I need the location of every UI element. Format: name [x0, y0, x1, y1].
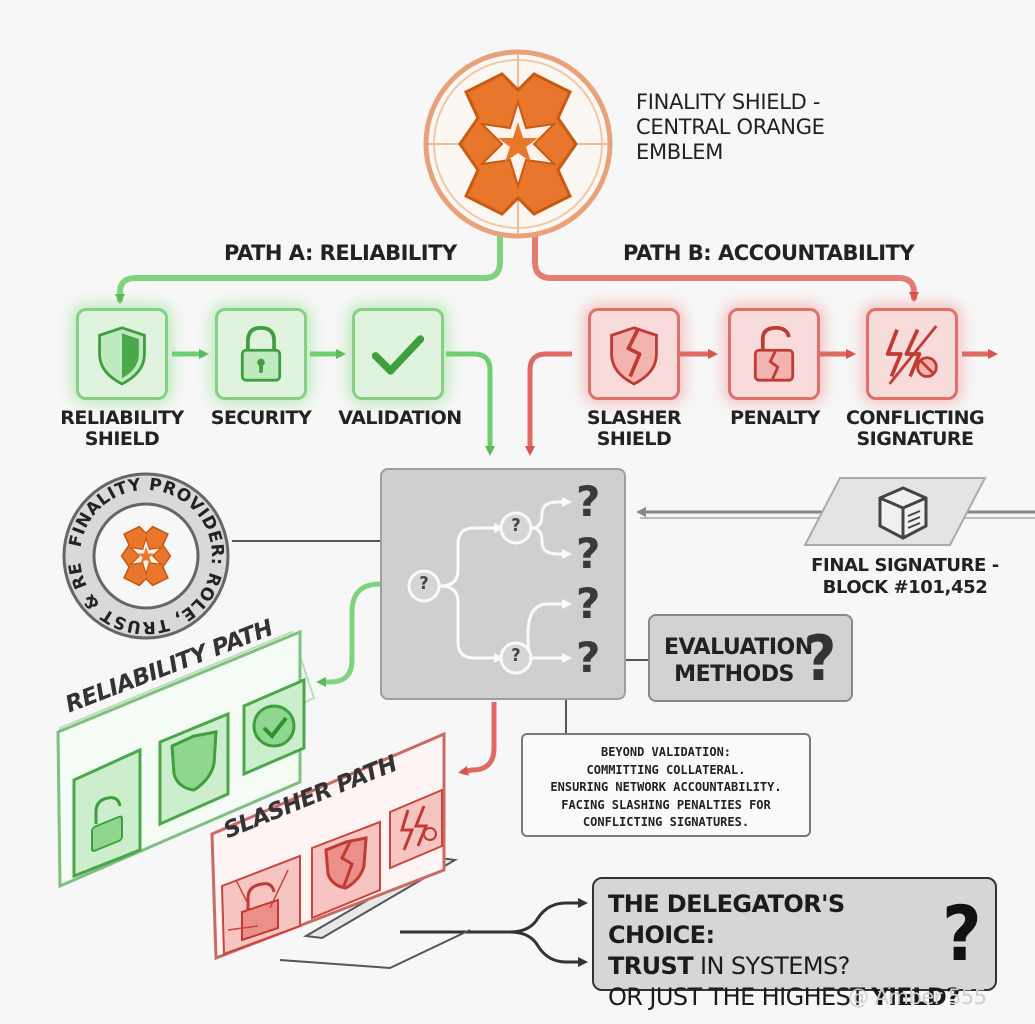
reliability-shield-box	[76, 308, 168, 400]
choice-line-2: TRUST IN SYSTEMS?	[608, 951, 948, 982]
outcome-mark-2: ?	[576, 529, 601, 578]
slasher-shield-box	[588, 308, 680, 400]
card-broken-shield-icon	[311, 820, 381, 920]
path-b-title: PATH B: ACCOUNTABILITY	[623, 241, 915, 265]
path-a-title: PATH A: RELIABILITY	[224, 241, 457, 265]
delegator-choice-box: THE DELEGATOR'S CHOICE: TRUST IN SYSTEMS…	[592, 877, 997, 1011]
path-a-row-arrows	[172, 349, 495, 456]
outcome-mark-1: ?	[576, 477, 601, 526]
decision-tree-box: ? ? ? ? ? ? ?	[380, 468, 626, 700]
decision-tree-lines	[407, 497, 572, 675]
validation-box	[352, 308, 444, 400]
choice-question-mark: ?	[942, 889, 982, 978]
choice-trust: TRUST	[608, 952, 694, 980]
reliability-path-card: RELIABILITY PATH	[52, 615, 342, 889]
checkmark-icon	[371, 335, 425, 375]
slasher-card-arrow	[458, 702, 497, 776]
broken-shield-icon	[610, 326, 658, 386]
decision-node-lower: ?	[511, 645, 521, 666]
penalty-box	[728, 308, 820, 400]
watermark: @ Amber 555	[848, 985, 987, 1009]
card-shield-icon	[158, 711, 230, 827]
choice-line-3: OR JUST THE HIGHEST YIELD?	[608, 982, 960, 1013]
validation-label: VALIDATION	[338, 407, 462, 429]
security-label: SECURITY	[210, 407, 312, 429]
reliability-card-arrow	[316, 581, 412, 687]
evaluation-methods-label: EVALUATION METHODS	[664, 635, 813, 687]
card-broken-lock-icon	[220, 854, 301, 956]
outcome-mark-3: ?	[576, 579, 601, 628]
shield-icon	[98, 326, 146, 386]
provider-emblem-icon	[120, 525, 172, 587]
slasher-shield-label: SLASHER SHIELD	[586, 407, 682, 450]
choice-line-3-rest: OR JUST THE HIGHEST	[608, 983, 872, 1011]
choice-line-2-rest: IN SYSTEMS?	[693, 952, 850, 980]
signature-connector	[636, 477, 1035, 546]
lock-icon	[240, 325, 282, 382]
final-signature-label: FINAL SIGNATURE - BLOCK #101,452	[811, 555, 999, 598]
evaluation-methods-box: EVALUATION METHODS ?	[648, 614, 853, 702]
provider-badge: FINALITY PROVIDER: ROLE, TRUST & RESPONS…	[52, 455, 232, 642]
card-lightning-icon	[389, 788, 443, 870]
beyond-validation-text: BEYOND VALIDATION: COMMITTING COLLATERAL…	[550, 745, 782, 829]
lightning-icon	[885, 325, 938, 385]
decision-node-root: ?	[419, 573, 429, 594]
beyond-validation-note: BEYOND VALIDATION: COMMITTING COLLATERAL…	[521, 733, 811, 837]
block-cube-icon	[874, 484, 932, 542]
evaluation-question-mark: ?	[804, 622, 837, 695]
penalty-label: PENALTY	[730, 407, 820, 429]
decision-node-upper: ?	[511, 515, 521, 536]
card-lock-icon	[72, 747, 142, 879]
card-check-icon	[242, 677, 306, 777]
delegator-choice-text: THE DELEGATOR'S CHOICE: TRUST IN SYSTEMS…	[608, 889, 960, 1013]
choice-fork-arrows	[400, 898, 588, 967]
conflicting-signature-label: CONFLICTING SIGNATURE	[845, 407, 985, 450]
conflicting-signature-box	[866, 308, 958, 400]
security-box	[215, 308, 307, 400]
choice-yield: YIELD?	[871, 983, 960, 1011]
path-a-connector	[115, 229, 503, 304]
broken-lock-icon	[753, 325, 795, 382]
path-b-connector	[532, 229, 919, 302]
reliability-shield-label: RELIABILITY SHIELD	[60, 407, 184, 450]
outcome-mark-4: ?	[576, 633, 601, 682]
slasher-path-card: SLASHER PATH	[208, 730, 458, 961]
central-emblem-label: FINALITY SHIELD - CENTRAL ORANGE EMBLEM	[636, 90, 825, 164]
choice-line-1: THE DELEGATOR'S CHOICE:	[608, 890, 845, 949]
central-emblem	[422, 48, 614, 240]
path-b-row-arrows	[525, 349, 998, 456]
